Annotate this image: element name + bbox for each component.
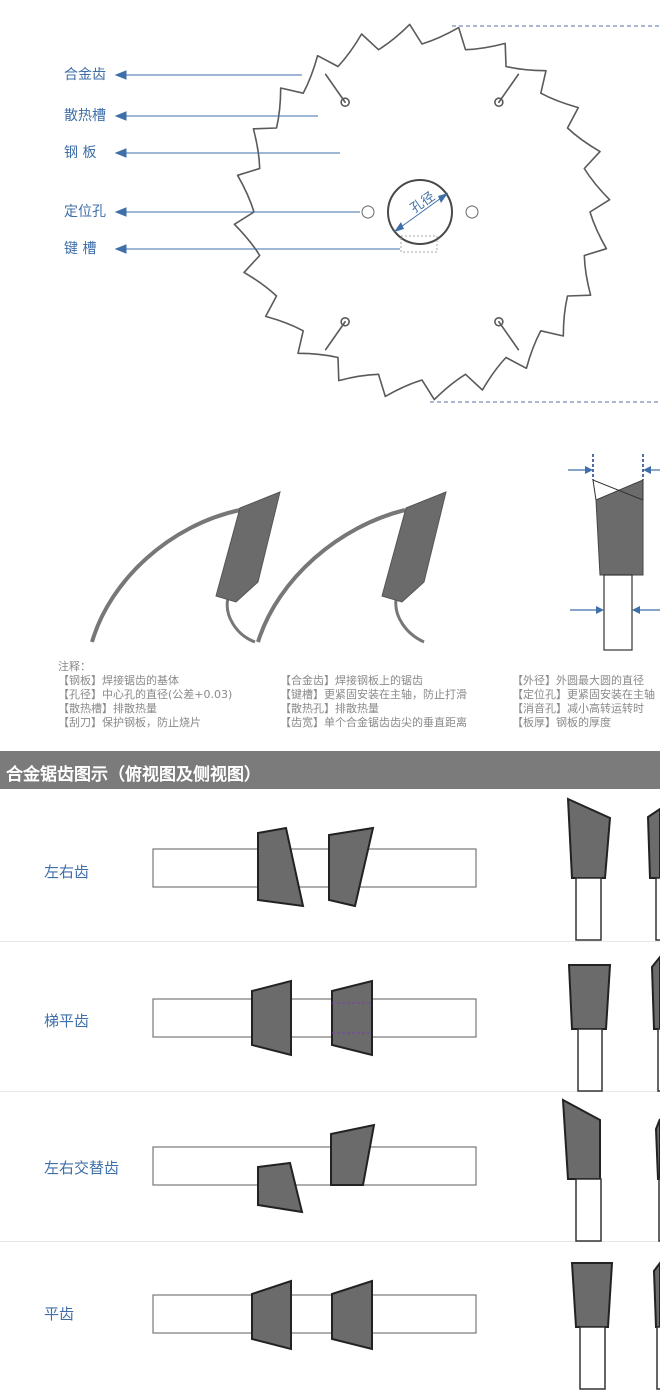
- bore-label: 孔径: [408, 189, 438, 216]
- center-bore: [387, 179, 453, 245]
- expansion-slot-end-2: [494, 97, 504, 108]
- tooth-type-label-4: 平齿: [44, 1305, 75, 1323]
- label-carbide-tooth: 合金齿: [64, 67, 106, 83]
- tooth-type-label-3: 左右交替齿: [44, 1159, 120, 1177]
- row1-top-tooth-b: [328, 826, 375, 908]
- notes-block: 注释： 【钢板】焊接锯齿的基体 【孔径】中心孔的直径(公差+0.03) 【散热槽…: [58, 660, 660, 736]
- row1-side-tooth-a: [566, 797, 612, 879]
- carbide-tip-2: [381, 491, 447, 603]
- note-keyway: 【键槽】更紧固安装在主轴，防止打滑: [280, 688, 467, 701]
- row3-top-tooth-b: [330, 1123, 376, 1186]
- row2-side-tooth-a: [567, 964, 612, 1030]
- tooth-closeup-diagram: [90, 454, 660, 651]
- note-bore: 【孔径】中心孔的直径(公差+0.03): [58, 688, 233, 701]
- saw-blade-diagram: 孔径: [114, 23, 660, 403]
- note-cooling-hole: 【散热孔】排散热量: [280, 702, 379, 715]
- label-steel-plate: 钢 板: [64, 145, 97, 161]
- row4-top-tooth-a: [251, 1279, 292, 1351]
- tooth-types-diagram: [152, 797, 660, 1390]
- tooth-type-label-2: 梯平齿: [44, 1012, 90, 1030]
- expansion-slot-4: [324, 320, 346, 351]
- row-divider-2: [0, 1091, 660, 1092]
- tooth-type-label-1: 左右齿: [44, 863, 90, 881]
- section-title-band: 合金锯齿图示（俯视图及侧视图）: [0, 751, 660, 789]
- expansion-slot-1: [324, 73, 346, 104]
- row2-top-tooth-b: [331, 979, 373, 1057]
- note-plate-thickness: 【板厚】钢板的厚度: [512, 716, 611, 729]
- tooth-side-view: [568, 454, 660, 651]
- carbide-tip-1: [215, 491, 281, 603]
- note-steel-plate: 【钢板】焊接锯齿的基体: [58, 674, 179, 687]
- expansion-slot-3: [498, 320, 520, 351]
- row3-top-tooth-a: [257, 1161, 304, 1214]
- note-carbide-tooth: 【合金齿】焊接钢板上的锯齿: [280, 674, 423, 687]
- row3-side-tooth-a: [561, 1098, 601, 1180]
- expansion-slot-2: [498, 73, 520, 104]
- expansion-slot-end-1: [340, 97, 350, 108]
- note-scraper: 【刮刀】保护钢板，防止烧片: [58, 716, 201, 729]
- note-locating-hole: 【定位孔】更紧固安装在主轴: [512, 688, 655, 701]
- notes-header: 注释：: [58, 660, 91, 673]
- locating-hole-left: [361, 205, 375, 219]
- row4-side-tooth-a: [570, 1262, 614, 1328]
- note-silencer-hole: 【消音孔】减小高转运转时: [512, 702, 644, 715]
- label-locating-hole: 定位孔: [64, 204, 106, 220]
- row2-top-tooth-a: [251, 979, 292, 1057]
- label-cooling-slot: 散热槽: [64, 108, 106, 124]
- row4-top-tooth-b: [331, 1279, 373, 1351]
- keyway: [400, 235, 438, 253]
- note-tooth-width: 【齿宽】单个合金锯齿齿尖的垂直距离: [280, 716, 467, 729]
- locating-hole-right: [465, 205, 479, 219]
- row-divider-3: [0, 1241, 660, 1242]
- row-divider-1: [0, 941, 660, 942]
- expansion-slot-end-4: [340, 316, 350, 327]
- label-keyway: 键 槽: [64, 241, 97, 257]
- section-title: 合金锯齿图示（俯视图及侧视图）: [6, 765, 261, 785]
- expansion-slot-end-3: [494, 316, 504, 327]
- row1-top-tooth-a: [257, 826, 305, 908]
- note-outer-diameter: 【外径】外圆最大圆的直径: [512, 674, 644, 687]
- note-cooling-slot: 【散热槽】排散热量: [58, 702, 157, 715]
